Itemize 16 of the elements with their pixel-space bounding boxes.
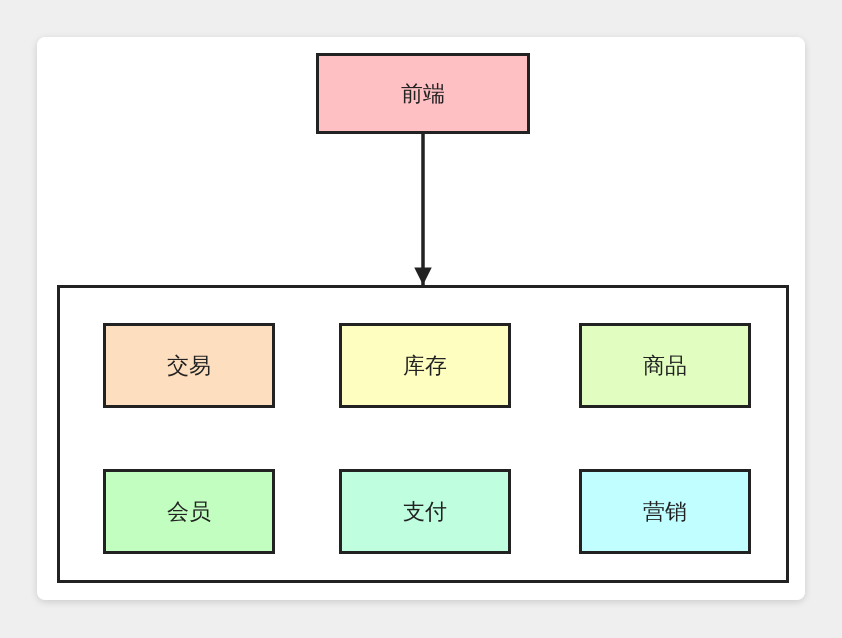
module-box [103,323,275,408]
node-label: 支付 [403,498,447,526]
node-label: 库存 [403,352,447,380]
module-box [579,469,751,554]
container-box [57,285,789,583]
node-label: 商品 [643,352,687,380]
node-label: 会员 [167,498,211,526]
module-box [579,323,751,408]
module-box [339,323,511,408]
node-label: 营销 [643,498,687,526]
frontend-box [316,53,530,134]
node-label: 交易 [167,352,211,380]
arrow [414,134,432,285]
node-label: 前端 [401,80,445,108]
module-box [339,469,511,554]
module-box [103,469,275,554]
